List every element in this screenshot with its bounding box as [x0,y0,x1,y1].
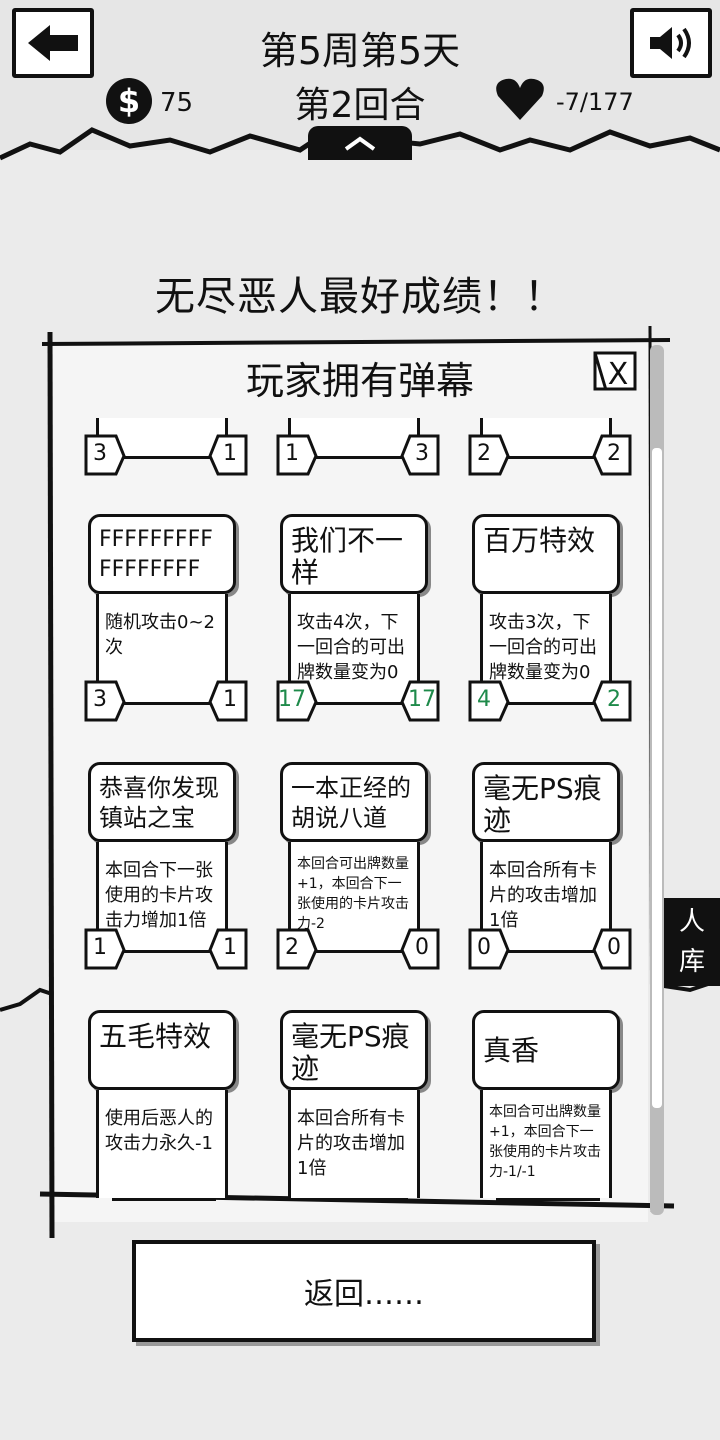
power-badge: 17 [398,680,442,724]
cost-badge: 17 [274,680,318,724]
card-name: 毫无PS痕迹 [280,1010,428,1090]
card-name: 五毛特效 [88,1010,236,1090]
card-item[interactable]: 恭喜你发现镇站之宝 本回合下一张使用的卡片攻击力增加1倍 1 1 [82,758,250,994]
card-item[interactable]: 我们不一样 攻击4次，下一回合的可出牌数量变为0 17 17 [274,510,442,746]
card-name: FFFFFFFFFFFFFFFFF [88,514,236,594]
cost-badge: 2 [274,928,318,972]
panel-title: 玩家拥有弹幕 [245,359,474,403]
cost-badge: 1 [274,434,318,478]
card-name: 百万特效 [472,514,620,594]
cost-badge: 1 [82,928,126,972]
collapse-handle[interactable] [308,126,412,160]
cost-badge: 0 [466,928,510,972]
card-item[interactable]: 毫无PS痕迹 本回合所有卡片的攻击增加1倍 [274,1006,442,1204]
power-badge: 2 [590,434,634,478]
power-badge: 0 [590,928,634,972]
cost-badge: 3 [82,680,126,724]
card-name: 恭喜你发现镇站之宝 [88,762,236,842]
left-arrow-icon [28,25,78,61]
scrollbar-thumb[interactable] [652,448,662,1108]
best-score-banner: 无尽恶人最好成绩！！ [155,274,565,320]
power-badge: 0 [398,928,442,972]
money-value: 75 [160,88,194,118]
card-name: 真香 [472,1010,620,1090]
round-title: 第2回合 [294,85,426,126]
cost-badge: 3 [82,434,126,478]
card-item[interactable]: 真香 本回合可出牌数量+1，本回合下一张使用的卡片攻击力-1/-1 [466,1006,634,1204]
card-grid: 3 1 1 3 2 2 FFFFFFFFFFFFFFFFF 随机攻击0~2次 3… [62,418,646,1204]
power-badge: 2 [590,680,634,724]
card-item[interactable]: 一本正经的胡说八道 本回合可出牌数量+1，本回合下一张使用的卡片攻击力-2 2 … [274,758,442,994]
card-name: 毫无PS痕迹 [472,762,620,842]
side-tab-line2: 库 [678,947,705,977]
coin-icon: $ [106,78,152,124]
hp-value: -7/177 [556,88,634,116]
card-name: 一本正经的胡说八道 [280,762,428,842]
heart-icon [496,78,544,120]
card-description: 本回合所有卡片的攻击增加1倍 [288,1090,420,1198]
cost-badge: 2 [466,434,510,478]
power-badge: 1 [206,434,250,478]
svg-text:$: $ [118,82,140,120]
speaker-icon [650,27,691,59]
card-partial[interactable]: 2 2 [466,418,634,500]
card-description: 使用后恶人的攻击力永久-1 [96,1090,228,1198]
power-badge: 1 [206,680,250,724]
close-icon: X [593,351,637,392]
card-partial[interactable]: 1 3 [274,418,442,500]
svg-text:X: X [608,357,629,392]
back-arrow-button[interactable] [12,8,94,78]
sound-button[interactable] [630,8,712,78]
card-description: 随机攻击0~2次 [96,594,228,702]
chevron-up-icon [344,136,376,151]
card-item[interactable]: 五毛特效 使用后恶人的攻击力永久-1 [82,1006,250,1204]
card-description: 本回合可出牌数量+1，本回合下一张使用的卡片攻击力-1/-1 [480,1090,612,1198]
card-name: 我们不一样 [280,514,428,594]
card-item[interactable]: 毫无PS痕迹 本回合所有卡片的攻击增加1倍 0 0 [466,758,634,994]
card-item[interactable]: FFFFFFFFFFFFFFFFF 随机攻击0~2次 3 1 [82,510,250,746]
cost-badge: 4 [466,680,510,724]
week-day-title: 第5周第5天 [259,29,461,73]
power-badge: 1 [206,928,250,972]
side-tab-library[interactable]: 人 库 [664,898,720,986]
side-tab-line1: 人 [678,907,705,937]
card-partial[interactable]: 3 1 [82,418,250,500]
power-badge: 3 [398,434,442,478]
card-description: 攻击4次，下一回合的可出牌数量变为0 [288,594,420,702]
return-button[interactable]: 返回…… [132,1240,596,1342]
close-button[interactable]: X [592,350,640,394]
card-item[interactable]: 百万特效 攻击3次，下一回合的可出牌数量变为0 4 2 [466,510,634,746]
header-bar [0,0,720,150]
card-description: 本回合下一张使用的卡片攻击力增加1倍 [96,842,228,950]
